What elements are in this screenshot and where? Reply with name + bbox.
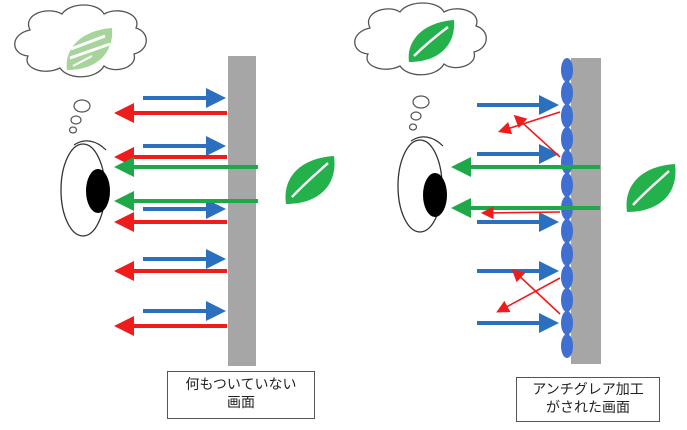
right-panel [354,2,676,364]
antiglare-screen [571,58,601,364]
scattered-reflection-arrows [480,111,561,315]
eye-left [60,140,110,237]
scattered-reflection-arrow [511,268,561,315]
caption-plain-screen: 何もついていない 画面 [167,371,315,419]
caption-line: 画面 [227,395,255,411]
left-panel [14,4,335,366]
plain-screen [228,56,256,366]
antiglare-coating [561,58,573,358]
scattered-reflection-arrow [513,114,561,158]
caption-line: アンチグレア加工 [532,382,644,398]
caption-line: 何もついていない [185,377,297,393]
caption-antiglare-screen: アンチグレア加工 がされた画面 [516,377,660,422]
clear-leaf-icon [408,20,455,62]
thought-cloud-right [354,2,487,131]
scattered-reflection-arrow [497,111,561,135]
light-arrows-left [114,88,258,336]
light-arrows-right [451,95,600,333]
eye-right [397,136,447,233]
scattered-reflection-arrow [496,277,561,313]
scattered-reflection-arrow [480,206,561,220]
faded-leaf-icon [66,28,113,70]
caption-line: がされた画面 [546,400,630,416]
leaf-icon-right [626,164,676,212]
leaf-icon-left [285,156,335,204]
